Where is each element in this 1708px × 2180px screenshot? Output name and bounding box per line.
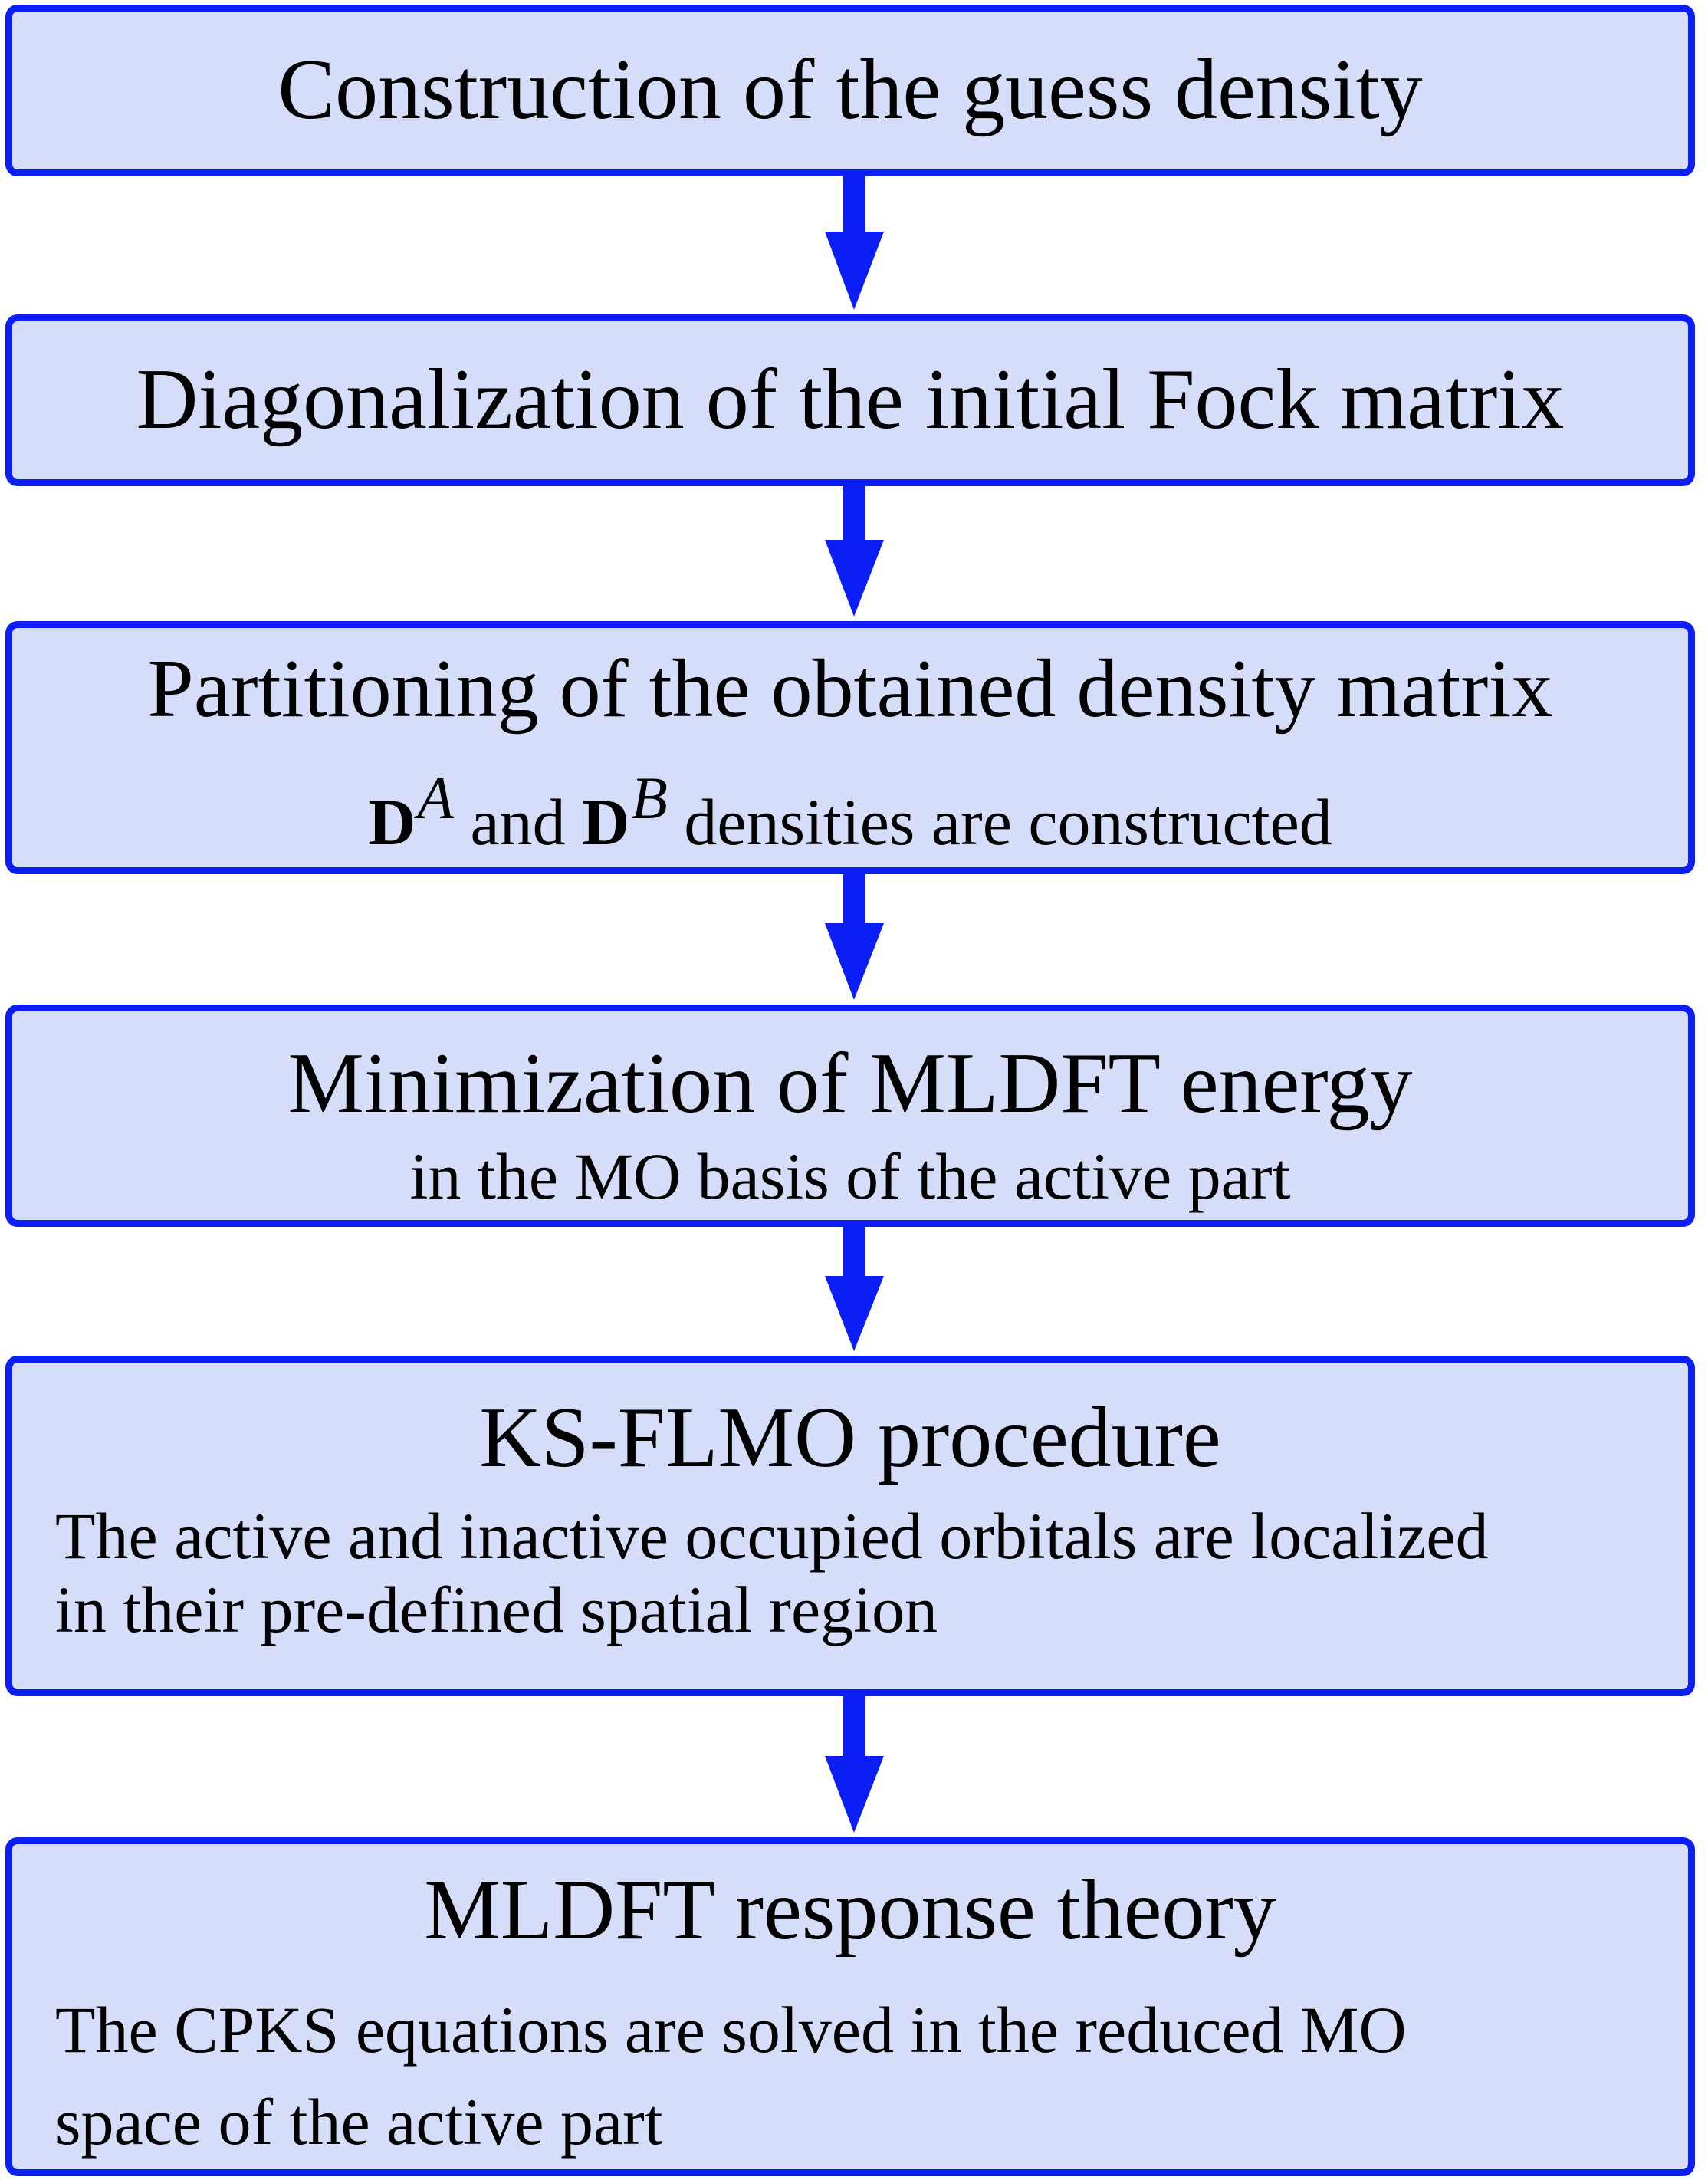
step-title: KS-FLMO procedure bbox=[479, 1390, 1221, 1485]
density-symbol-b: D bbox=[582, 785, 630, 859]
step-box-density-partitioning: Partitioning of the obtained density mat… bbox=[5, 621, 1695, 874]
step-subtitle: in the MO basis of the active part bbox=[409, 1139, 1291, 1213]
description-line: space of the active part bbox=[55, 2085, 663, 2159]
description-line: The active and inactive occupied orbital… bbox=[55, 1499, 1489, 1573]
subtitle-rest: densities are constructed bbox=[667, 785, 1332, 859]
arrow-down-icon bbox=[825, 874, 884, 1000]
step-description: The active and inactive occupied orbital… bbox=[55, 1499, 1657, 1646]
step-box-fock-diagonalization: Diagonalization of the initial Fock matr… bbox=[5, 314, 1695, 486]
description-line: The CPKS equations are solved in the red… bbox=[55, 1993, 1407, 2067]
description-line: in their pre-defined spatial region bbox=[55, 1573, 938, 1646]
subtitle-connector: and bbox=[453, 785, 583, 859]
superscript-b: B bbox=[631, 764, 668, 831]
density-symbol-a: D bbox=[368, 785, 416, 859]
arrow-down-icon bbox=[825, 486, 884, 617]
step-title: Construction of the guess density bbox=[278, 42, 1423, 137]
step-subtitle: DA and DB densities are constructed bbox=[12, 768, 1688, 856]
step-box-ks-flmo: KS-FLMO procedure The active and inactiv… bbox=[5, 1356, 1695, 1696]
arrow-down-icon bbox=[825, 176, 884, 310]
arrow-down-icon bbox=[825, 1696, 884, 1833]
step-title: Diagonalization of the initial Fock matr… bbox=[136, 352, 1565, 447]
step-description: The CPKS equations are solved in the red… bbox=[55, 1984, 1657, 2168]
step-box-mldft-response: MLDFT response theory The CPKS equations… bbox=[5, 1837, 1695, 2176]
superscript-a: A bbox=[417, 764, 454, 831]
step-title: Partitioning of the obtained density mat… bbox=[147, 643, 1553, 735]
step-title: Minimization of MLDFT energy bbox=[287, 1036, 1413, 1131]
step-box-guess-density: Construction of the guess density bbox=[5, 5, 1695, 176]
step-box-mldft-minimization: Minimization of MLDFT energy in the MO b… bbox=[5, 1005, 1695, 1227]
step-title: MLDFT response theory bbox=[424, 1863, 1276, 1958]
arrow-down-icon bbox=[825, 1227, 884, 1351]
